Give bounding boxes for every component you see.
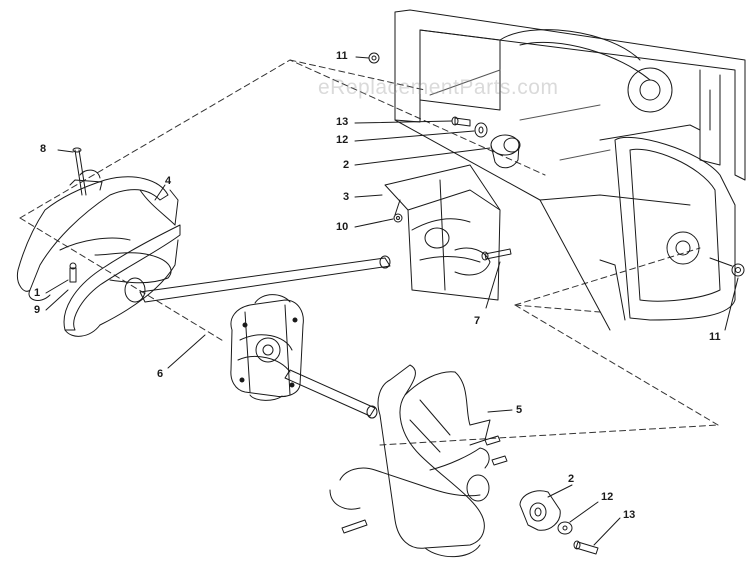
callout-4: 4 <box>165 175 172 187</box>
callout-2-top: 2 <box>343 159 350 171</box>
callout-1: 1 <box>34 287 41 299</box>
auger-shaft <box>139 255 391 419</box>
dashed-assembly-lines <box>19 59 719 446</box>
left-auger-flight <box>16 169 181 337</box>
callout-7: 7 <box>474 315 481 327</box>
callout-5: 5 <box>516 404 523 416</box>
callout-13-top: 13 <box>336 116 349 128</box>
impeller <box>384 164 501 301</box>
small-bolt-left <box>69 262 77 283</box>
nut-11-right <box>709 257 745 277</box>
right-auger-flight <box>329 364 491 558</box>
bushing-top <box>490 134 521 169</box>
bushing-bottom <box>519 490 561 531</box>
leader-lines <box>45 56 739 546</box>
bolt-bottom <box>573 540 599 555</box>
callout-9: 9 <box>34 304 41 316</box>
carriage-bolt-7 <box>481 248 512 261</box>
callout-12-top: 12 <box>336 134 349 146</box>
small-bolts-right <box>341 435 508 534</box>
nut-10 <box>393 213 403 223</box>
gearbox <box>230 294 304 401</box>
washer-top <box>474 122 488 138</box>
auger-housing <box>394 9 746 331</box>
callout-3: 3 <box>343 191 350 203</box>
shear-bolt <box>72 147 87 196</box>
callout-6: 6 <box>157 368 164 380</box>
nut-11-top <box>368 52 380 64</box>
washer-bottom <box>557 521 573 535</box>
callout-2-bottom: 2 <box>568 473 575 485</box>
callout-10: 10 <box>336 221 349 233</box>
bolt-top <box>451 116 471 127</box>
callout-8: 8 <box>40 143 47 155</box>
watermark: eReplacementParts.com <box>318 76 559 99</box>
callout-11-right: 11 <box>709 331 721 343</box>
callout-13-bottom: 13 <box>623 509 636 521</box>
callout-12-bottom: 12 <box>601 491 614 503</box>
callout-11-top: 11 <box>336 50 348 62</box>
